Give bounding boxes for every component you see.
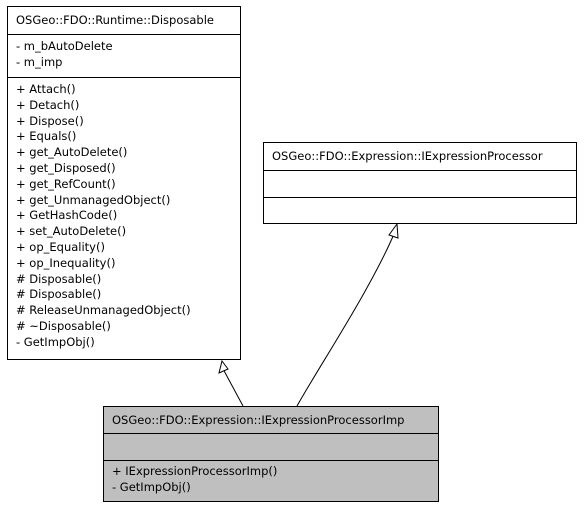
operation: + op_Inequality() <box>16 255 116 270</box>
operation: + get_Disposed() <box>16 160 116 175</box>
operation: - GetImpObj() <box>16 334 95 349</box>
operation: + Equals() <box>16 129 77 144</box>
operation: + Attach() <box>16 82 76 96</box>
class-name-section: OSGeo::FDO::Expression::IExpressionProce… <box>264 143 576 170</box>
class-name-section: OSGeo::FDO::Runtime::Disposable <box>8 7 240 34</box>
operation: # ReleaseUnmanagedObject() <box>16 303 191 318</box>
operation: + Detach() <box>16 97 80 112</box>
operation: # Disposable() <box>16 287 102 302</box>
attribute: - m_bAutoDelete <box>16 39 113 53</box>
operation: + Dispose() <box>16 113 84 128</box>
operation: # Disposable() <box>16 271 102 286</box>
attributes-section <box>104 433 438 460</box>
class-disposable[interactable]: OSGeo::FDO::Runtime::Disposable - m_bAut… <box>7 6 241 360</box>
operation: + IExpressionProcessorImp() <box>112 464 278 478</box>
class-name: OSGeo::FDO::Runtime::Disposable <box>16 13 214 27</box>
attribute: - m_imp <box>16 54 63 69</box>
operation: + GetHashCode() <box>16 208 118 223</box>
class-name-section: OSGeo::FDO::Expression::IExpressionProce… <box>104 407 438 433</box>
operations-section: + Attach() + Detach() + Dispose() + Equa… <box>8 77 240 351</box>
inheritance-arrowhead-iprocessor <box>388 222 399 239</box>
connector-imp-to-disposable <box>221 366 244 407</box>
class-name: OSGeo::FDO::Expression::IExpressionProce… <box>112 413 405 427</box>
operation: + op_Equality() <box>16 239 105 254</box>
operation: - GetImpObj() <box>112 479 191 494</box>
attributes-section: - m_bAutoDelete - m_imp <box>8 34 240 77</box>
connector-imp-to-iprocessor <box>296 233 395 407</box>
class-iexpressionprocessor[interactable]: OSGeo::FDO::Expression::IExpressionProce… <box>263 142 577 224</box>
inheritance-arrowhead-disposable <box>218 359 229 374</box>
operation: + get_UnmanagedObject() <box>16 192 171 207</box>
operations-section <box>264 197 576 223</box>
class-iexpressionprocessorimp[interactable]: OSGeo::FDO::Expression::IExpressionProce… <box>103 406 439 502</box>
attributes-section <box>264 170 576 197</box>
operation: + get_AutoDelete() <box>16 145 128 160</box>
class-name: OSGeo::FDO::Expression::IExpressionProce… <box>272 149 543 163</box>
operations-section: + IExpressionProcessorImp() - GetImpObj(… <box>104 460 438 496</box>
operation: + get_RefCount() <box>16 176 116 191</box>
operation: # ~Disposable() <box>16 318 111 333</box>
operation: + set_AutoDelete() <box>16 224 127 239</box>
